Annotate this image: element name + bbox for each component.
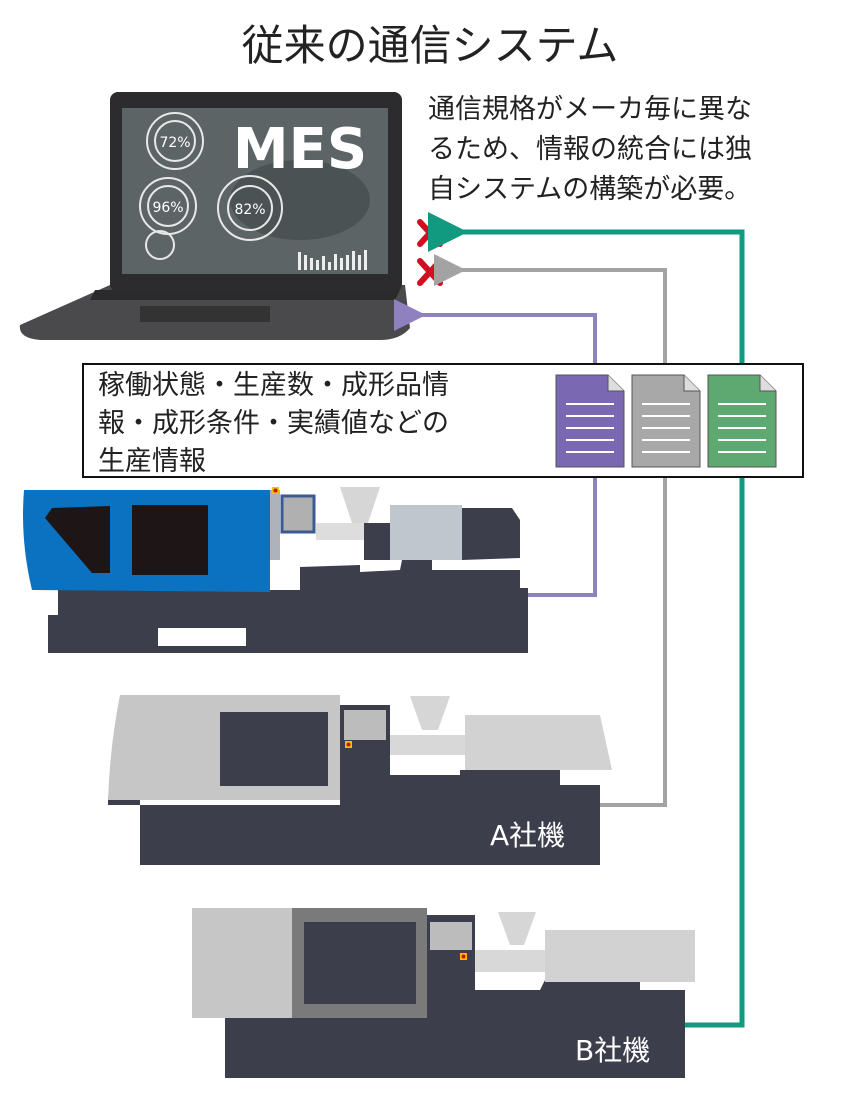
error-x-icon: [417, 258, 443, 286]
document-icon-purple: [555, 374, 625, 468]
machine-b-label: B社機: [575, 1034, 650, 1067]
injection-machine-blue: [23, 487, 528, 653]
mes-label: MES: [233, 117, 367, 182]
info-line: 稼働状態・生産数・成形品情: [98, 370, 449, 401]
note-line: 通信規格がメーカ毎に異な: [428, 94, 752, 125]
gauge-label: 82%: [234, 202, 265, 218]
laptop-mes: 72% 96% 82% MES: [19, 92, 410, 340]
note-line: 自システムの構築が必要。: [428, 174, 751, 205]
gauge-label: 96%: [152, 200, 183, 216]
machine-a-label: A社機: [490, 819, 565, 852]
injection-machine-b: B社機: [192, 908, 695, 1078]
diagram-title: 従来の通信システム: [242, 21, 619, 70]
info-line: 生産情報: [98, 446, 206, 477]
info-line: 報・成形条件・実績値などの: [98, 408, 449, 439]
document-icon-grey: [631, 374, 701, 468]
document-icon-green: [707, 374, 777, 468]
injection-machine-a: A社機: [108, 695, 612, 865]
error-x-icon: [417, 219, 443, 247]
note-line: るため、情報の統合には独: [428, 134, 752, 165]
note-text: 通信規格がメーカ毎に異な るため、情報の統合には独 自システムの構築が必要。: [428, 94, 752, 205]
b-machine-connection-line: [428, 212, 745, 1028]
a-machine-connection-line: [434, 254, 667, 807]
gauge-label: 72%: [159, 135, 190, 151]
